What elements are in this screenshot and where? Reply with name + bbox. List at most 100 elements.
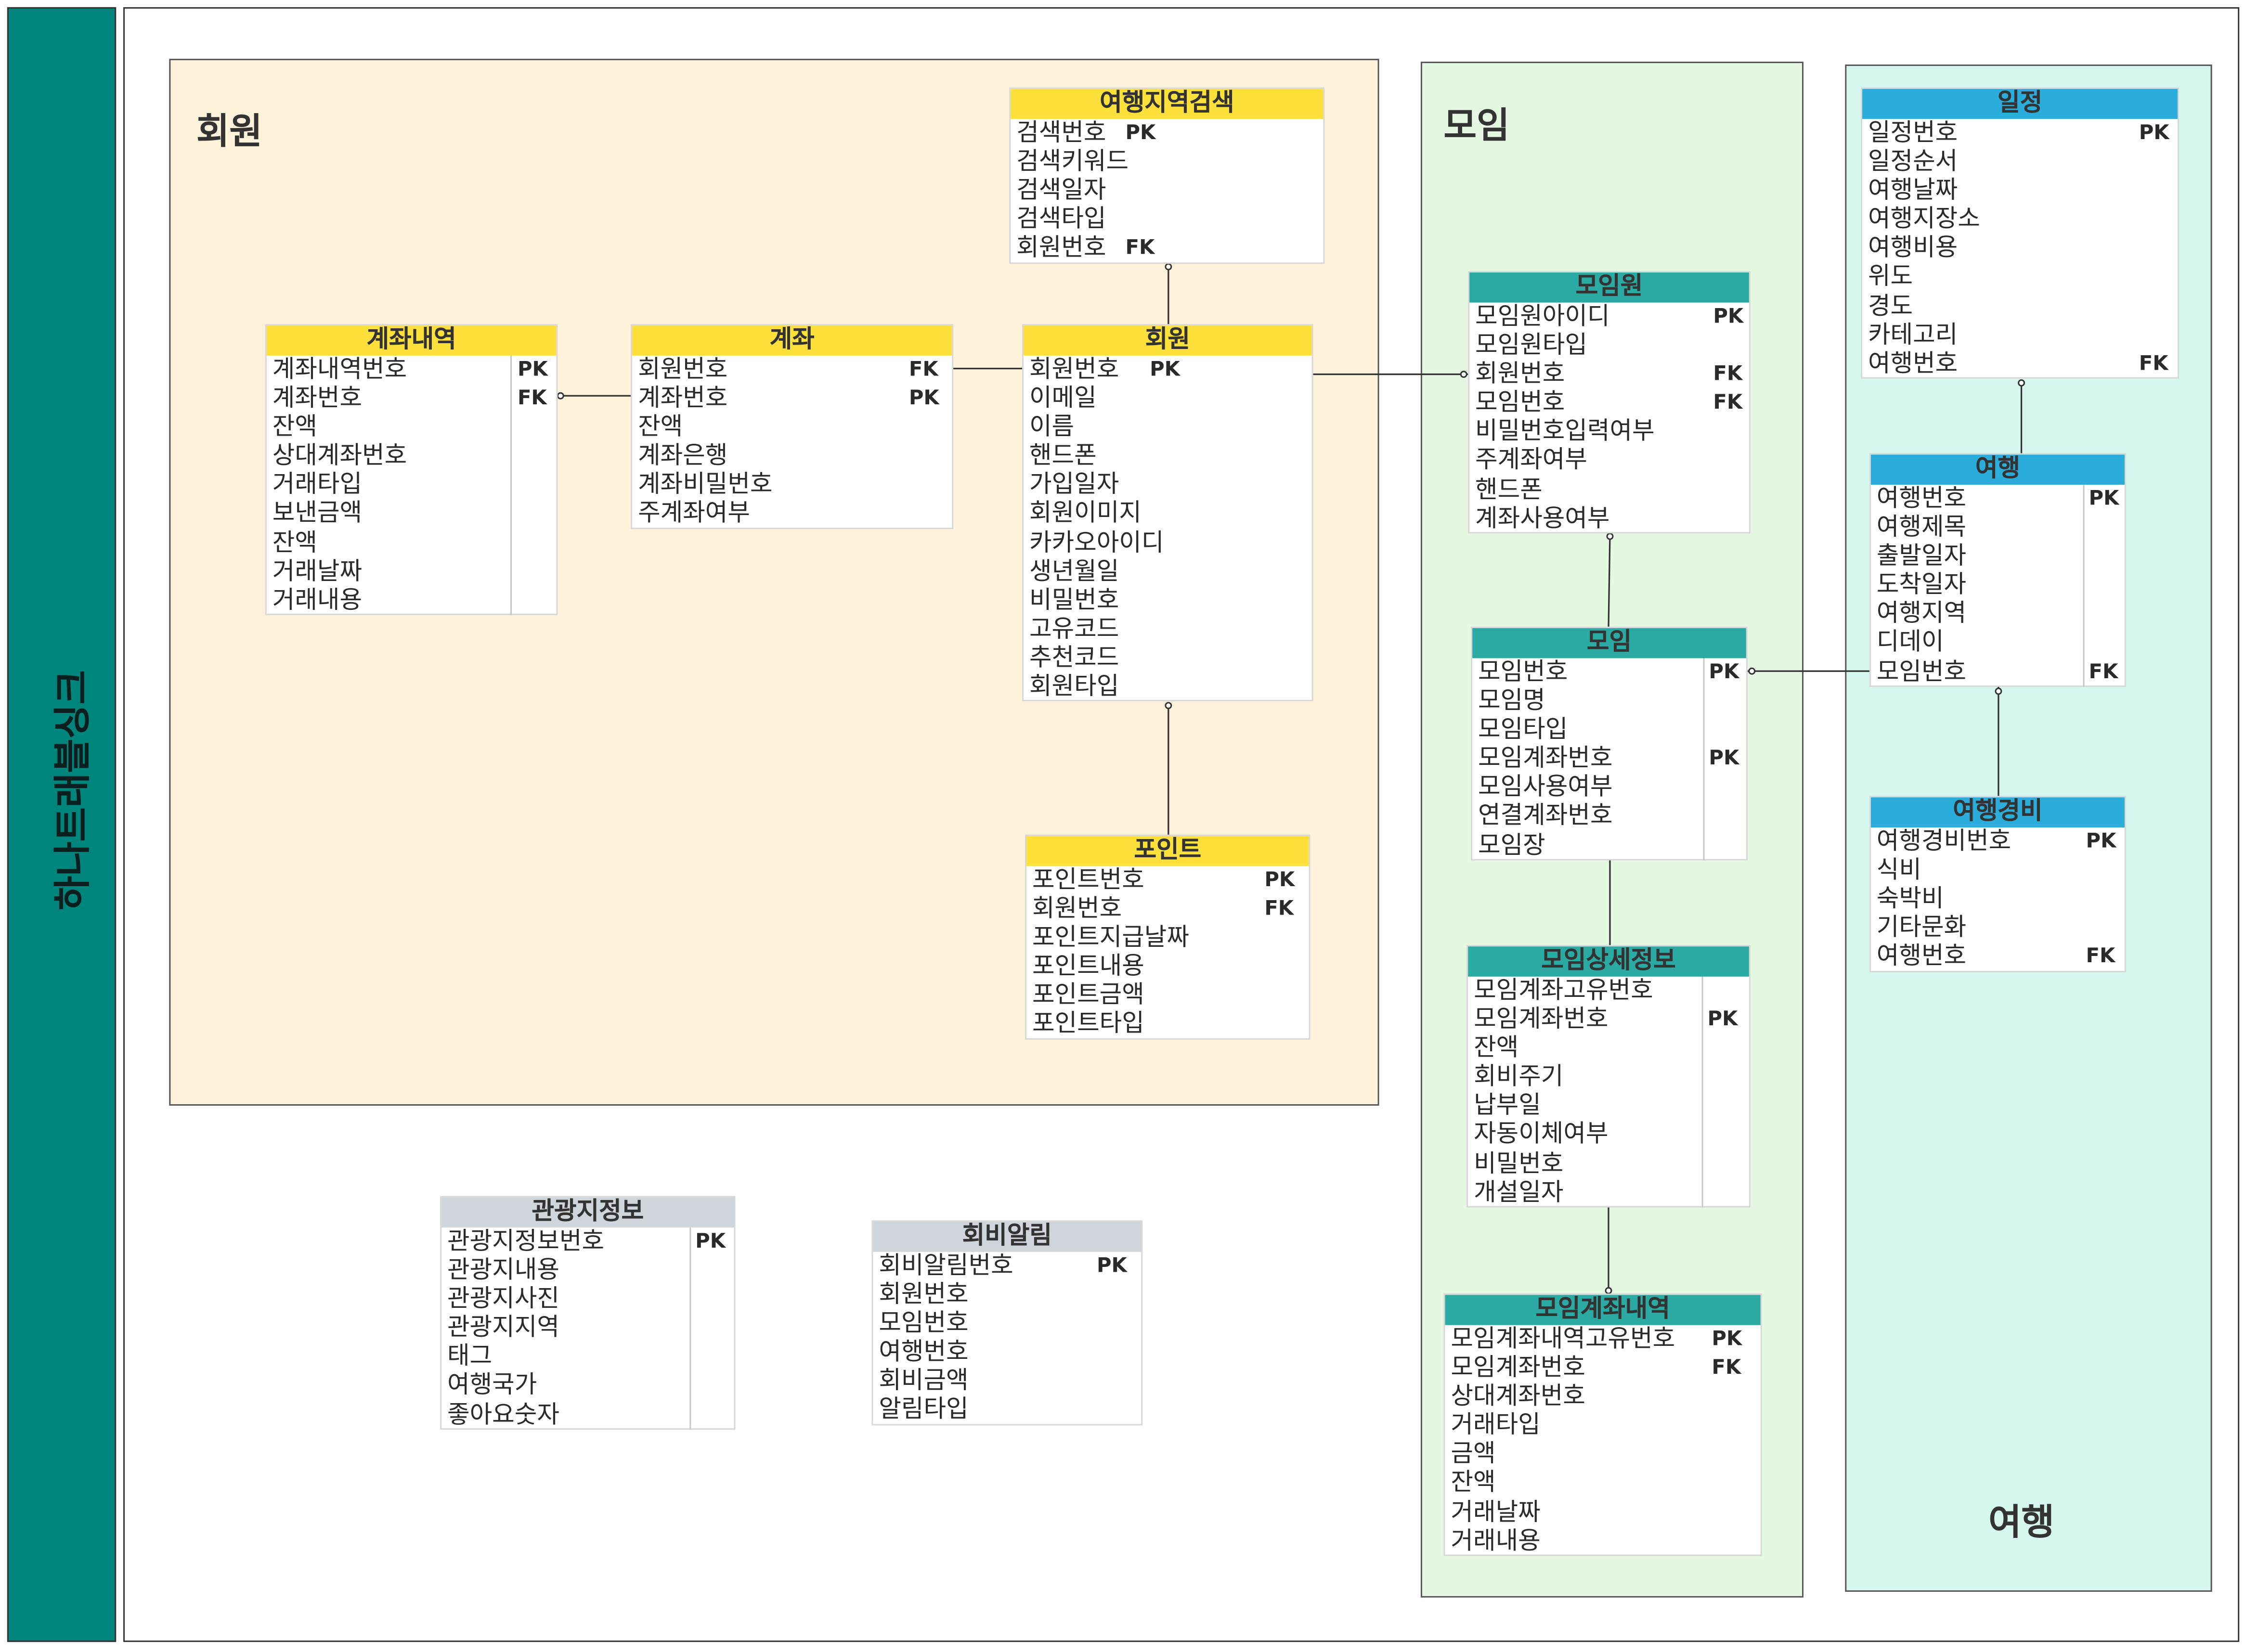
attribute-name: 모임번호 xyxy=(879,1309,969,1339)
attribute-row: 계좌은행 xyxy=(632,442,952,471)
attribute-row: 생년월일 xyxy=(1024,557,1312,586)
attribute-name: 이름 xyxy=(1029,413,1075,442)
attribute-name: 경도 xyxy=(1868,292,1913,321)
entity-title: 모임계좌내역 xyxy=(1445,1295,1761,1325)
attribute-row: 알림타입 xyxy=(873,1396,1141,1425)
attribute-name: 숙박비 xyxy=(1876,885,1944,914)
attribute-row: 거래날짜 xyxy=(1445,1498,1761,1527)
primary-key-badge: PK xyxy=(1150,358,1180,382)
attribute-row: 태그 xyxy=(441,1343,734,1372)
attribute-name: 회원번호 xyxy=(1032,895,1122,924)
attribute-row: 주계좌여부 xyxy=(1469,447,1749,476)
attribute-row: 모임계좌고유번호 xyxy=(1468,977,1749,1006)
attribute-row: 모임사용여부 xyxy=(1472,774,1746,802)
attribute-row: 이메일 xyxy=(1024,385,1312,413)
attribute-name: 여행경비번호 xyxy=(1876,827,2011,856)
attribute-row: 모임계좌번호 PK xyxy=(1472,745,1746,774)
primary-key-badge: PK xyxy=(2139,122,2169,145)
key-column-divider xyxy=(689,1227,691,1430)
attribute-name: 관광지지역 xyxy=(447,1314,559,1343)
attribute-name: 모임계좌번호 xyxy=(1478,745,1613,774)
line-end-marker xyxy=(1606,532,1614,540)
attribute-row: 거래날짜 xyxy=(267,557,556,586)
attribute-name: 핸드폰 xyxy=(1475,475,1543,504)
foreign-key-badge: FK xyxy=(2086,945,2115,969)
attribute-name: 주계좌여부 xyxy=(638,500,750,529)
attribute-row: 카카오아이디 xyxy=(1024,529,1312,557)
attribute-name: 카테고리 xyxy=(1868,321,1958,349)
attribute-name: 모임계좌번호 xyxy=(1451,1354,1585,1383)
line-end-marker xyxy=(1748,667,1756,675)
attribute-name: 핸드폰 xyxy=(1029,442,1097,471)
attribute-row: 위도 xyxy=(1862,263,2178,292)
attribute-name: 가입일자 xyxy=(1029,471,1119,500)
entity-title: 회원 xyxy=(1024,325,1312,356)
attribute-name: 회원번호 xyxy=(1029,355,1119,385)
attribute-name: 포인트타입 xyxy=(1032,1010,1144,1039)
foreign-key-badge: FK xyxy=(1713,392,1743,415)
attribute-row: 검색키워드 xyxy=(1011,148,1323,177)
attribute-name: 검색타입 xyxy=(1016,205,1106,234)
attribute-name: 여행번호 xyxy=(879,1338,969,1368)
key-column-divider xyxy=(1703,658,1705,860)
entity-title: 모임상세정보 xyxy=(1468,946,1749,977)
attribute-name: 출발일자 xyxy=(1876,542,1967,571)
primary-key-badge: PK xyxy=(517,358,548,382)
attribute-name: 여행지역 xyxy=(1876,600,1967,629)
attribute-name: 비밀번호 xyxy=(1474,1149,1564,1178)
attribute-name: 계좌내역번호 xyxy=(272,355,407,385)
attribute-row: 비밀번호 xyxy=(1468,1149,1749,1178)
attribute-row: 포인트금액 xyxy=(1026,981,1309,1010)
line-end-marker xyxy=(1605,1287,1612,1294)
attribute-row: 개설일자 xyxy=(1468,1178,1749,1207)
attribute-row: 핸드폰 xyxy=(1024,442,1312,471)
attribute-row: 식비 xyxy=(1871,856,2125,885)
primary-key-badge: PK xyxy=(1264,869,1295,892)
attribute-name: 회원번호 xyxy=(1016,234,1106,263)
attribute-name: 잔액 xyxy=(1474,1034,1519,1063)
attribute-row: 자동이체여부 xyxy=(1468,1121,1749,1149)
attribute-name: 포인트금액 xyxy=(1032,981,1144,1010)
primary-key-badge: PK xyxy=(1709,748,1739,771)
attribute-name: 여행날짜 xyxy=(1868,177,1958,206)
attribute-row: 납부일 xyxy=(1468,1092,1749,1121)
attribute-name: 회원번호 xyxy=(1475,360,1565,389)
attribute-name: 여행제목 xyxy=(1876,513,1967,542)
foreign-key-badge: FK xyxy=(1712,1356,1741,1380)
attribute-row: 여행지장소 xyxy=(1862,206,2178,234)
attribute-row: 모임원타입 xyxy=(1469,331,1749,360)
attribute-row: 잔액 xyxy=(267,529,556,557)
attribute-name: 주계좌여부 xyxy=(1475,446,1587,476)
attribute-row: 포인트지급날짜 xyxy=(1026,924,1309,953)
attribute-row: 여행지역 xyxy=(1871,600,2125,629)
attribute-name: 비밀번호 xyxy=(1029,586,1119,615)
attribute-row: 좋아요숫자 xyxy=(441,1400,734,1429)
attribute-row: 잔액 xyxy=(1468,1034,1749,1063)
